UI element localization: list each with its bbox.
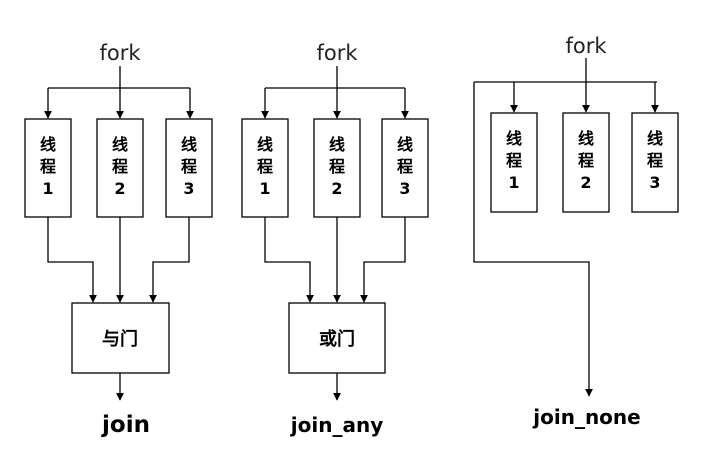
svg-text:1: 1 <box>259 179 270 198</box>
join-label: join <box>101 412 150 438</box>
svg-text:线: 线 <box>647 129 663 148</box>
and-gate-box: 与门 <box>71 302 170 374</box>
thread-box-3: 线 程 3 <box>165 118 213 218</box>
svg-text:程: 程 <box>40 157 56 176</box>
svg-text:程: 程 <box>329 157 345 176</box>
svg-text:程: 程 <box>647 151 663 170</box>
thread-box-3: 线 程 3 <box>381 118 429 218</box>
or-gate-box: 或门 <box>288 302 386 374</box>
svg-text:程: 程 <box>397 157 413 176</box>
thread-box-1: 线 程 1 <box>24 118 72 218</box>
svg-text:程: 程 <box>181 157 197 176</box>
svg-text:线: 线 <box>40 135 56 154</box>
svg-text:线: 线 <box>112 135 128 154</box>
join-none-panel: fork 线 程 1 线 程 2 线 程 3 join_none <box>473 34 679 429</box>
thread-box-1: 线 程 1 <box>241 118 289 218</box>
svg-text:程: 程 <box>506 151 522 170</box>
join-any-connectors <box>264 217 406 401</box>
join-any-panel: fork 线 程 1 线 程 2 线 程 3 <box>241 41 429 437</box>
thread-box-2: 线 程 2 <box>313 118 361 218</box>
join-any-label: join_any <box>290 413 383 437</box>
svg-text:3: 3 <box>183 179 194 198</box>
svg-text:程: 程 <box>112 157 128 176</box>
fork-label: fork <box>316 41 358 65</box>
and-gate-label: 与门 <box>102 328 138 350</box>
thread-box-2: 线 程 2 <box>96 118 144 218</box>
join-panel: fork 线 程 1 线 程 2 线 程 3 <box>24 41 213 438</box>
fork-label: fork <box>99 41 141 65</box>
fork-connectors <box>44 66 194 119</box>
svg-text:线: 线 <box>329 135 345 154</box>
svg-text:1: 1 <box>42 179 53 198</box>
join-connectors <box>47 217 190 401</box>
svg-text:3: 3 <box>399 179 410 198</box>
svg-text:2: 2 <box>580 173 591 192</box>
svg-text:1: 1 <box>508 173 519 192</box>
fork-label: fork <box>565 34 607 58</box>
svg-text:线: 线 <box>257 135 273 154</box>
join-none-label: join_none <box>532 405 640 429</box>
fork-connectors <box>473 58 659 397</box>
fork-connectors <box>261 66 409 119</box>
svg-text:2: 2 <box>331 179 342 198</box>
svg-text:线: 线 <box>578 129 594 148</box>
thread-box-3: 线 程 3 <box>631 112 679 213</box>
thread-box-2: 线 程 2 <box>562 112 610 213</box>
svg-text:线: 线 <box>506 129 522 148</box>
svg-text:程: 程 <box>257 157 273 176</box>
svg-text:线: 线 <box>181 135 197 154</box>
or-gate-label: 或门 <box>319 328 355 350</box>
svg-text:2: 2 <box>114 179 125 198</box>
thread-box-1: 线 程 1 <box>490 112 538 213</box>
svg-text:程: 程 <box>578 151 594 170</box>
svg-text:线: 线 <box>397 135 413 154</box>
svg-text:3: 3 <box>649 173 660 192</box>
